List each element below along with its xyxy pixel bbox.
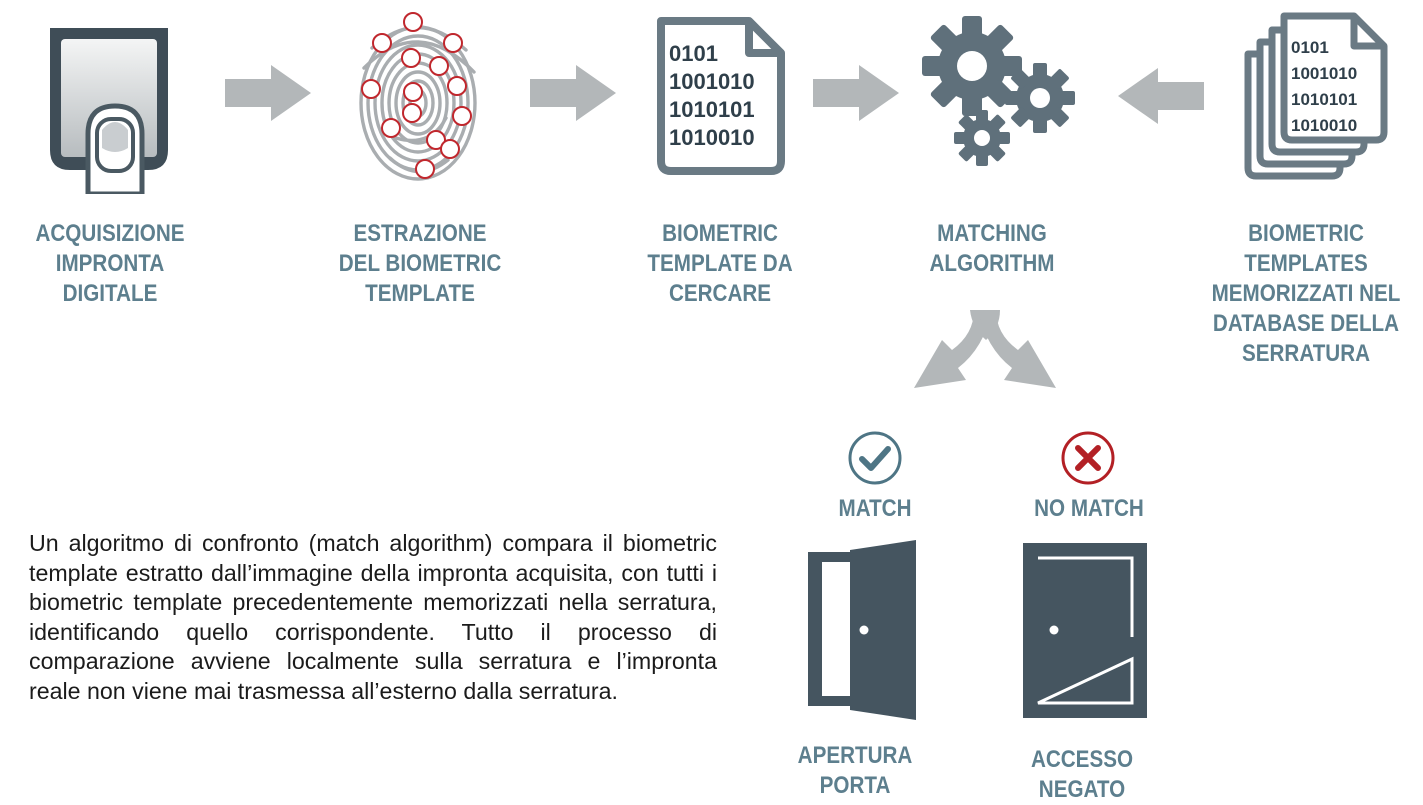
fingerprint-scanner-icon xyxy=(50,28,168,194)
match-label-text: MATCH xyxy=(838,495,912,522)
step-label-line: DATABASE DELLA xyxy=(1212,310,1400,337)
closed-door-icon xyxy=(1023,543,1147,718)
step-label-line: TEMPLATES xyxy=(1244,250,1368,277)
template-code-line-1: 0101 xyxy=(669,41,718,66)
step-label-line: BIOMETRIC xyxy=(662,220,778,247)
database-code-line-4: 1010010 xyxy=(1291,116,1357,135)
action-line: PORTA xyxy=(819,772,891,799)
step-label-line: MATCHING xyxy=(937,220,1047,247)
no-match-label-text: NO MATCH xyxy=(1034,495,1144,522)
step-label-line: TEMPLATE xyxy=(365,280,475,307)
check-circle-icon xyxy=(848,431,902,485)
step-label-template: BIOMETRIC TEMPLATE DA CERCARE xyxy=(625,219,814,309)
open-door-icon xyxy=(808,540,916,720)
step-label-extraction: ESTRAZIONE DEL BIOMETRIC TEMPLATE xyxy=(325,219,514,309)
split-arrow-icon xyxy=(914,310,1056,388)
no-match-label: NO MATCH xyxy=(1012,494,1165,524)
step-label-line: ALGORITHM xyxy=(929,250,1055,277)
template-code-line-3: 1010101 xyxy=(669,97,755,122)
access-denied-label: ACCESSO NEGATO xyxy=(1009,745,1155,805)
action-line: APERTURA xyxy=(797,742,913,769)
step-label-line: DEL BIOMETRIC xyxy=(338,250,502,277)
fingerprint-icon xyxy=(359,12,477,181)
template-code-line-4: 1010010 xyxy=(669,125,755,150)
step-label-line: TEMPLATE DA xyxy=(647,250,793,277)
database-code-line-3: 1010101 xyxy=(1291,90,1357,109)
open-door-label: APERTURA PORTA xyxy=(782,741,928,801)
cross-circle-icon xyxy=(1061,431,1115,485)
step-label-database: BIOMETRIC TEMPLATES MEMORIZZATI NEL DATA… xyxy=(1209,219,1403,369)
action-line: NEGATO xyxy=(1038,776,1126,803)
step-label-line: MEMORIZZATI NEL xyxy=(1211,280,1401,307)
database-code-line-2: 1001010 xyxy=(1291,64,1357,83)
step-label-line: DIGITALE xyxy=(62,280,158,307)
step-label-line: BIOMETRIC xyxy=(1248,220,1364,247)
flow-arrow-3 xyxy=(813,65,899,121)
step-label-line: ACQUISIZIONE xyxy=(35,220,185,247)
database-code-line-1: 0101 xyxy=(1291,38,1329,57)
step-label-line: SERRATURA xyxy=(1241,340,1371,367)
flow-arrow-4 xyxy=(1118,68,1204,124)
flow-arrow-2 xyxy=(530,65,616,121)
gears-icon xyxy=(922,16,1075,166)
match-label: MATCH xyxy=(806,494,944,524)
step-label-line: IMPRONTA xyxy=(55,250,165,277)
flow-arrow-1 xyxy=(225,65,311,121)
template-code-line-2: 1001010 xyxy=(669,69,755,94)
documents-stack-icon: 0101 1001010 1010101 1010010 xyxy=(1244,12,1388,180)
step-label-acquisition: ACQUISIZIONE IMPRONTA DIGITALE xyxy=(15,219,204,309)
step-label-line: CERCARE xyxy=(668,280,772,307)
step-label-matching: MATCHING ALGORITHM xyxy=(897,219,1086,279)
description-text: Un algoritmo di confronto (match algorit… xyxy=(29,530,717,704)
document-icon: 0101 1001010 1010101 1010010 xyxy=(657,17,785,175)
step-label-line: ESTRAZIONE xyxy=(353,220,487,247)
action-line: ACCESSO xyxy=(1030,746,1134,773)
